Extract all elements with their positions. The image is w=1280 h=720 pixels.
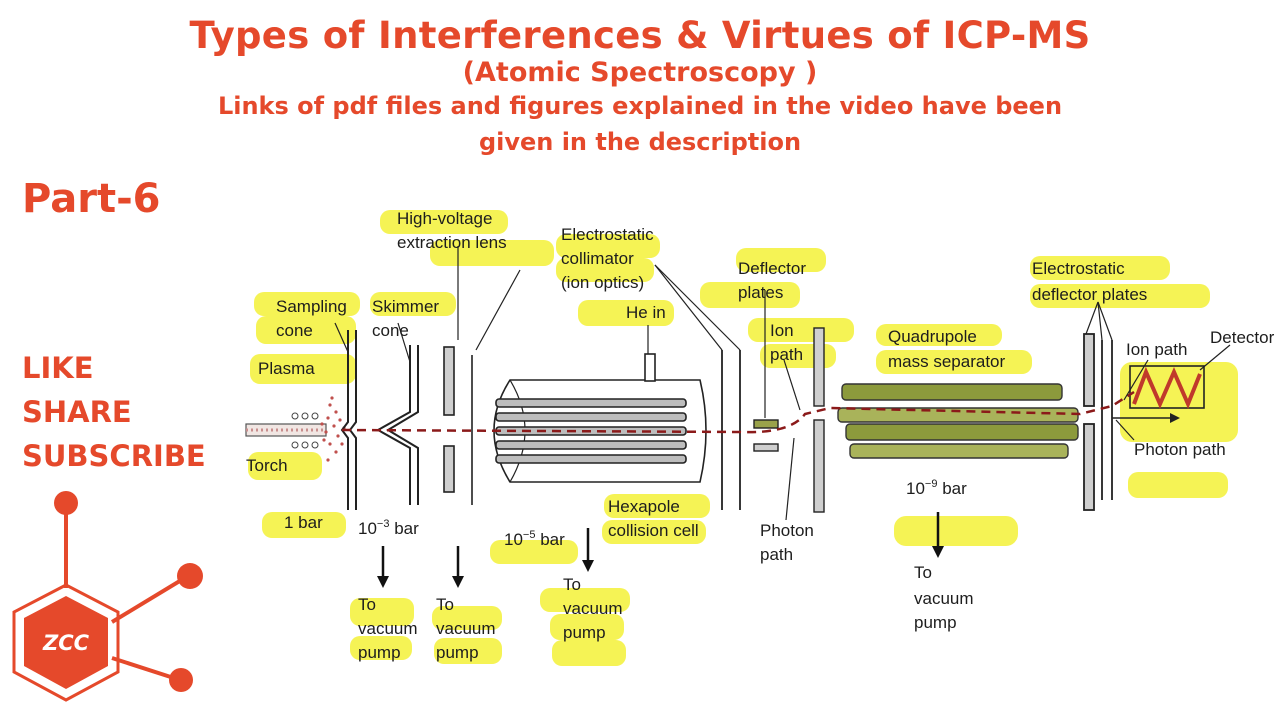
plasma	[320, 396, 346, 462]
share-text: SHARE	[22, 395, 132, 429]
pressure-unit: bar	[937, 479, 967, 498]
highlight-marks	[248, 210, 1238, 666]
label-to-3: To	[563, 575, 581, 594]
label-electrostatic-1: Electrostatic	[561, 225, 654, 244]
detector	[1129, 365, 1205, 410]
label-ion-path-right: Ion path	[1126, 340, 1187, 359]
label-high-voltage-2: extraction lens	[397, 233, 507, 252]
label-electrostatic-3: (ion optics)	[561, 273, 644, 292]
label-deflector-2: plates	[738, 283, 783, 302]
pressure-exponent: −5	[523, 529, 536, 541]
label-detector: Detector	[1210, 328, 1275, 347]
label-plasma: Plasma	[258, 359, 315, 378]
label-torch: Torch	[246, 456, 288, 475]
label-pressure-1e-3: 10−3 bar	[358, 518, 419, 538]
pressure-exponent: −9	[925, 478, 938, 490]
collimator-plates	[721, 350, 741, 510]
pressure-exponent: −3	[377, 518, 390, 530]
label-sampling-1: Sampling	[276, 297, 347, 316]
logo-text: ZCC	[42, 631, 90, 655]
label-vacuum-1: vacuum	[358, 619, 418, 638]
pressure-unit: bar	[535, 530, 565, 549]
quadrupole-rods	[837, 383, 1079, 459]
label-he-in: He in	[626, 303, 666, 322]
label-to-2: To	[436, 595, 454, 614]
leader-lines	[334, 246, 1231, 521]
vacuum-arrowheads	[377, 546, 944, 588]
label-skimmer-1: Skimmer	[372, 297, 439, 316]
label-ion-path-1: Ion	[770, 321, 794, 340]
pressure-base: 10	[504, 530, 523, 549]
ion-beam-path	[341, 390, 1135, 434]
label-pressure-1e-5: 10−5 bar	[504, 529, 565, 549]
description-note-line-2: given in the description	[478, 128, 802, 156]
skimmer-cone	[375, 345, 419, 505]
label-quadrupole-2: mass separator	[888, 352, 1005, 371]
label-to-1: To	[358, 595, 376, 614]
label-vacuum-4: vacuum	[914, 589, 974, 608]
label-to-4: To	[914, 563, 932, 582]
label-pump-3: pump	[563, 623, 606, 642]
pressure-base: 10	[358, 519, 377, 538]
deflector-plates	[753, 327, 825, 513]
label-hexapole-2: collision cell	[608, 521, 699, 540]
pressure-base: 10	[906, 479, 925, 498]
label-pump-4: pump	[914, 613, 957, 632]
label-elec-deflector-1: Electrostatic	[1032, 259, 1125, 278]
page-subtitle: (Atomic Spectroscopy )	[462, 57, 818, 88]
label-vacuum-3: vacuum	[563, 599, 623, 618]
label-deflector-1: Deflector	[738, 259, 806, 278]
label-high-voltage-1: High-voltage	[397, 209, 492, 228]
label-electrostatic-2: collimator	[561, 249, 634, 268]
label-elec-deflector-2: deflector plates	[1032, 285, 1147, 304]
pressure-unit: bar	[389, 519, 419, 538]
torch	[245, 412, 327, 449]
label-photon-2: path	[760, 545, 793, 564]
label-skimmer-2: cone	[372, 321, 409, 340]
label-sampling-2: cone	[276, 321, 313, 340]
label-photon-1: Photon	[760, 521, 814, 540]
label-photon-path-right: Photon path	[1134, 440, 1226, 459]
electrostatic-deflector-plates	[1083, 333, 1113, 511]
hexapole-collision-cell	[493, 353, 707, 483]
label-vacuum-2: vacuum	[436, 619, 496, 638]
description-note-line-1: Links of pdf files and figures explained…	[217, 92, 1063, 120]
label-pressure-1bar: 1 bar	[284, 513, 323, 532]
label-ion-path-2: path	[770, 345, 803, 364]
label-quadrupole-1: Quadrupole	[888, 327, 977, 346]
label-pressure-1e-9: 10−9 bar	[906, 478, 967, 498]
extraction-lens	[443, 346, 473, 505]
part-label: Part-6	[22, 176, 161, 222]
label-pump-1: pump	[358, 643, 401, 662]
like-text: LIKE	[22, 351, 94, 385]
page-title: Types of Interferences & Virtues of ICP-…	[189, 14, 1091, 57]
zcc-logo: ZCC	[12, 491, 203, 702]
photon-path-arrowhead	[1170, 413, 1180, 423]
label-hexapole-1: Hexapole	[608, 497, 680, 516]
vacuum-arrows	[381, 512, 940, 578]
subscribe-text: SUBSCRIBE	[22, 439, 206, 473]
label-pump-2: pump	[436, 643, 479, 662]
